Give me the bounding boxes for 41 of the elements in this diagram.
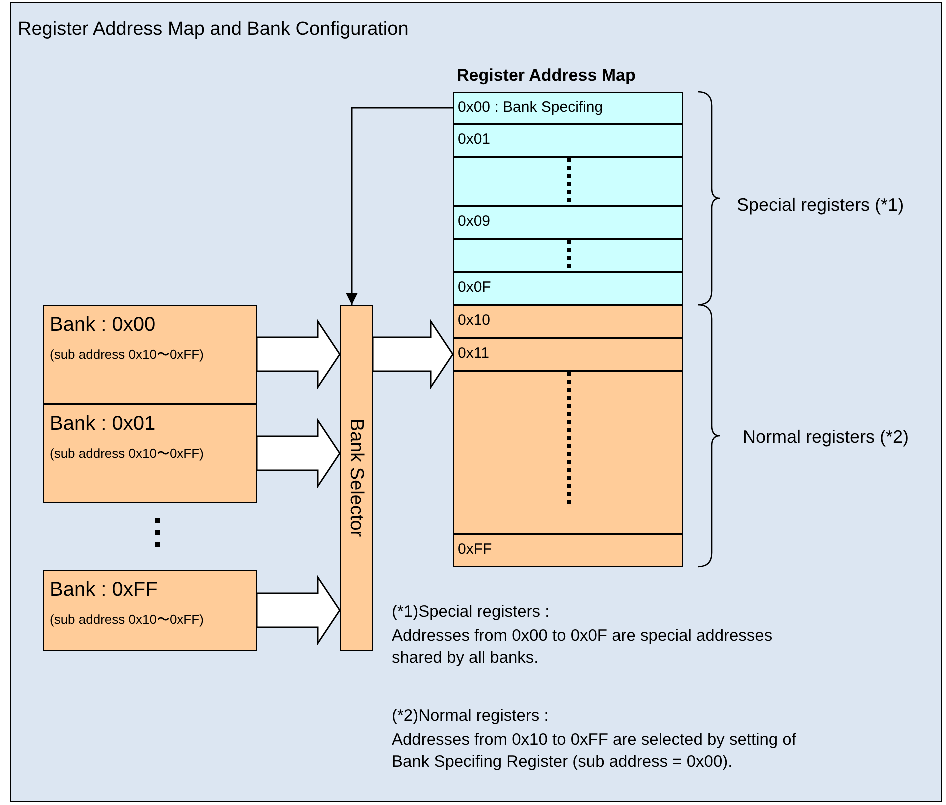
diagram-title: Register Address Map and Bank Configuration <box>18 19 409 41</box>
register-address: 0xFF <box>458 541 492 558</box>
block-arrow <box>256 575 341 646</box>
register-address: 0x0F <box>458 279 492 296</box>
register-address: 0x01 <box>458 131 491 148</box>
selector-label: Bank Selector <box>345 418 367 538</box>
note-heading: (*2)Normal registers : <box>392 706 550 727</box>
note-heading: (*1)Special registers : <box>392 602 551 623</box>
bank-box <box>43 305 257 404</box>
register-row <box>453 206 683 239</box>
note-text: Addresses from 0x00 to 0x0F are special addresses shared by all banks. <box>392 626 774 669</box>
arrow <box>346 107 453 305</box>
note-text: Addresses from 0x10 to 0xFF are selected by setting of Bank Specifing Register (sub address = 0x00). <box>392 730 798 773</box>
register-row-gap <box>453 157 683 206</box>
register-row <box>453 92 683 124</box>
selector-bar <box>340 305 373 651</box>
bank-box <box>43 570 257 651</box>
brace-label: Normal registers (*2) <box>743 426 910 448</box>
register-row <box>453 338 683 371</box>
table-heading: Register Address Map <box>457 66 636 86</box>
register-row <box>453 534 683 567</box>
register-row-gap <box>453 239 683 272</box>
sub-address-range: (sub address 0x10〜0xFF) <box>50 445 204 463</box>
block-arrow <box>256 418 341 489</box>
register-address: 0x11 <box>458 345 490 362</box>
register-row-gap <box>453 371 683 534</box>
register-address: 0x00 : Bank Specifing <box>458 99 604 116</box>
register-address: 0x10 <box>458 312 491 329</box>
register-row <box>453 272 683 305</box>
register-row <box>453 124 683 157</box>
sub-address-range: (sub address 0x10〜0xFF) <box>50 346 204 364</box>
bank-name: Bank : 0x01 <box>50 413 156 436</box>
bank-name: Bank : 0xFF <box>50 579 158 602</box>
block-arrow <box>256 319 341 390</box>
bank-box <box>43 404 257 503</box>
register-address: 0x09 <box>458 213 491 230</box>
brace-label: Special registers (*1) <box>737 194 906 216</box>
sub-address-range: (sub address 0x10〜0xFF) <box>50 611 204 629</box>
register-row <box>453 305 683 338</box>
bank-name: Bank : 0x00 <box>50 314 156 337</box>
block-arrow <box>372 319 454 390</box>
